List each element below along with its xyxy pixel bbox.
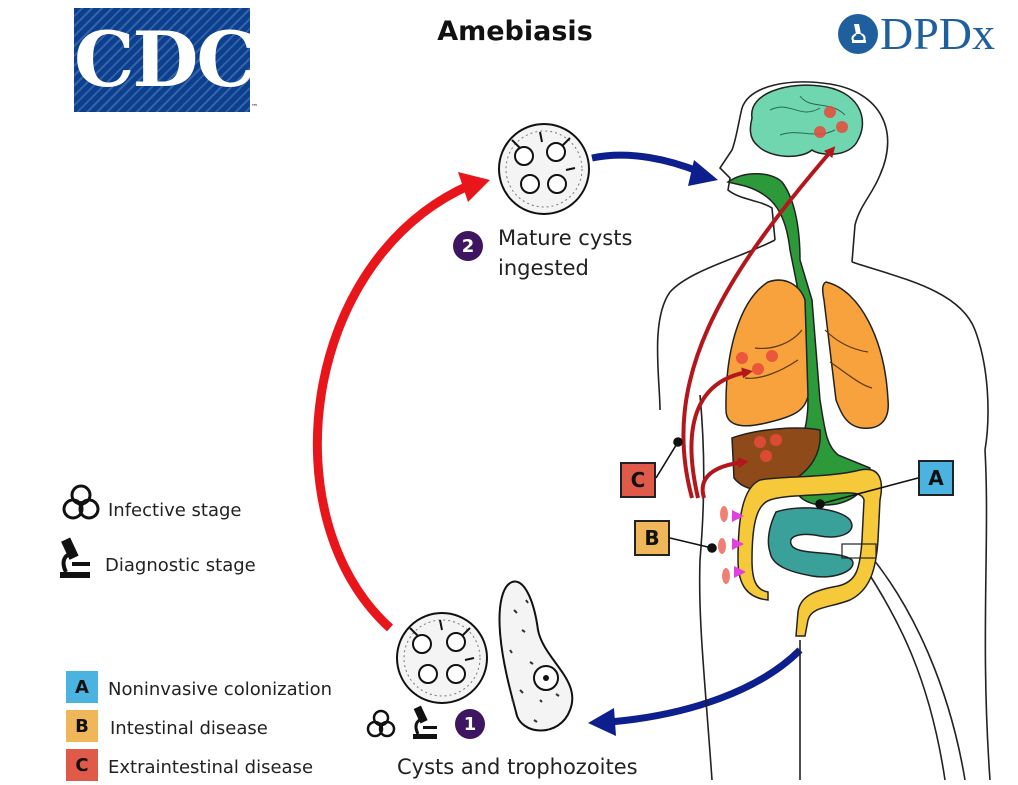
callout-leaders [655, 437, 919, 553]
mature-cyst-bottom [396, 612, 488, 704]
step-1-label: Cysts and trophozoites [397, 755, 638, 779]
human-body-outline [656, 81, 991, 781]
cdc-logo-stripes [74, 8, 250, 112]
dissemination-arrows [681, 146, 836, 499]
callout-a: A [918, 460, 954, 496]
step1-biohazard-icon [366, 709, 396, 738]
brain [749, 84, 864, 158]
small-intestine [767, 507, 877, 578]
excretion-arrow [588, 647, 803, 736]
key-box-c: C [66, 749, 98, 781]
step1-microscope-icon [413, 705, 437, 739]
key-label-a: Noninvasive colonization [108, 679, 333, 700]
legend-microscope-icon [60, 537, 90, 578]
cdc-logo: CDC [74, 8, 250, 112]
infective-cycle-arrow [312, 172, 490, 632]
key-box-a: A [66, 671, 98, 703]
mature-cyst-top [498, 123, 590, 215]
key-label-b: Intestinal disease [110, 718, 268, 739]
step-2-label-line2: ingested [498, 256, 589, 280]
step-2-badge: 2 [453, 231, 483, 261]
cdc-trademark: ™ [251, 103, 258, 111]
key-box-b: B [66, 710, 98, 742]
legend-diagnostic-stage: Diagnostic stage [105, 555, 256, 576]
legend-infective-stage: Infective stage [108, 500, 242, 521]
mucosal-invasion-arrows [732, 510, 746, 578]
callout-b: B [634, 520, 670, 556]
step-2-label-line1: Mature cysts [498, 226, 633, 250]
ingestion-arrow [591, 151, 718, 186]
large-intestine [737, 468, 883, 637]
dpdx-logo: DPDx [838, 6, 995, 62]
dpdx-microscope-icon [838, 14, 878, 54]
cdc-logo-text: CDC [74, 15, 250, 104]
invasion-sites [718, 106, 848, 584]
intestine-detail-box [841, 543, 877, 559]
legend-biohazard-icon [62, 484, 100, 520]
callout-c: C [620, 462, 656, 498]
dpdx-logo-text: DPDx [880, 8, 996, 59]
trophozoite [498, 580, 574, 732]
step-1-badge: 1 [455, 709, 485, 739]
page-title: Amebiasis [437, 16, 593, 47]
key-label-c: Extraintestinal disease [108, 757, 314, 778]
